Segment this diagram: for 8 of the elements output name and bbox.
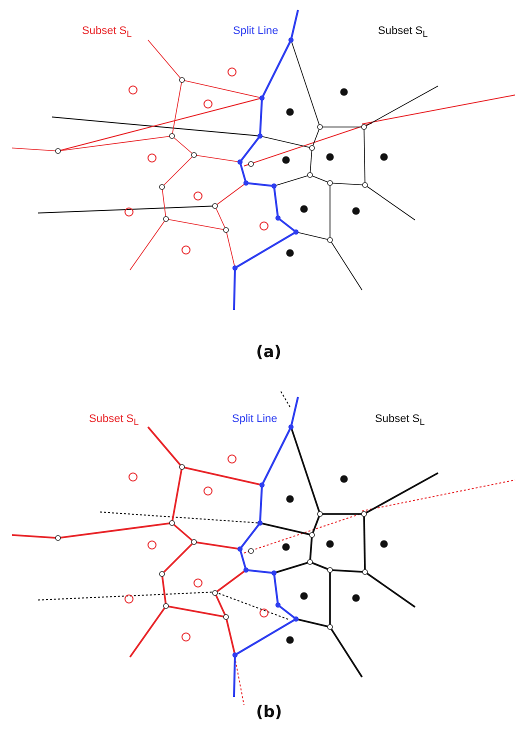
panel-caption: (a)	[256, 342, 282, 361]
subset-label: Subset S$_{L}$	[89, 413, 139, 430]
subset-label: Subset S$_{L}$	[378, 25, 428, 42]
split-line-label: Split Line	[232, 413, 278, 426]
subset-label: Subset S$_{L}$	[375, 413, 425, 430]
split-line-label: Split Line	[233, 25, 278, 38]
panel-caption: (b)	[256, 702, 282, 721]
subset-label: Subset S$_{L}$	[82, 25, 132, 42]
